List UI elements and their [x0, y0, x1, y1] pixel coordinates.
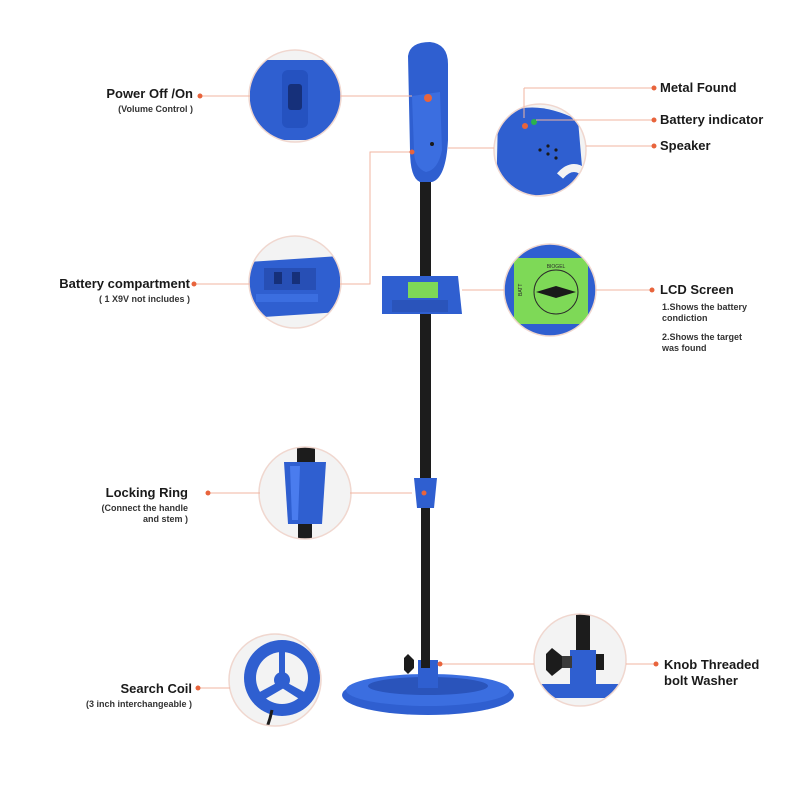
speaker-label: Speaker	[660, 138, 711, 153]
inset-battery-compartment	[248, 235, 342, 329]
battery-compartment-sublabel: ( 1 X9V not includes )	[98, 294, 190, 304]
power-label: Power Off /On	[106, 86, 193, 101]
metal-detector	[342, 42, 514, 715]
leader-lines	[196, 87, 656, 689]
lcd-note-2a: 2.Shows the target	[662, 332, 743, 342]
battery-indicator-label: Battery indicator	[660, 112, 764, 127]
inset-power-switch	[248, 49, 342, 143]
inset-locking-ring	[258, 446, 352, 540]
locking-ring-sublabel-1: (Connect the handle	[101, 503, 188, 513]
knob-label-2: bolt Washer	[664, 673, 738, 688]
inset-knob	[533, 613, 627, 707]
locking-ring-sublabel-2: and stem )	[142, 514, 188, 524]
inset-search-coil	[228, 633, 322, 727]
inset-lcd-screen: BIOGEL BATT	[503, 243, 597, 337]
metal-found-label: Metal Found	[660, 80, 737, 95]
search-coil-sublabel: (3 inch interchangeable )	[85, 699, 192, 709]
marker-dots	[191, 85, 659, 691]
locking-ring-label: Locking Ring	[105, 485, 188, 500]
lcd-side-text: BATT	[518, 284, 524, 296]
lcd-housing	[382, 276, 462, 314]
upper-stem	[420, 176, 431, 478]
search-coil-label: Search Coil	[120, 681, 192, 696]
inset-speaker	[493, 103, 587, 197]
battery-compartment-label: Battery compartment	[59, 276, 190, 291]
lcd-note-1b: condiction	[662, 313, 708, 323]
lcd-readout: BIOGEL	[547, 264, 566, 270]
knob-label-1: Knob Threaded	[664, 657, 760, 672]
lower-stem	[421, 490, 430, 668]
power-sublabel: (Volume Control )	[118, 104, 193, 114]
lcd-note-1a: 1.Shows the battery	[662, 302, 748, 312]
lcd-note-2b: was found	[662, 343, 707, 353]
lcd-screen-label: LCD Screen	[660, 282, 734, 297]
knob-threaded	[404, 654, 414, 674]
